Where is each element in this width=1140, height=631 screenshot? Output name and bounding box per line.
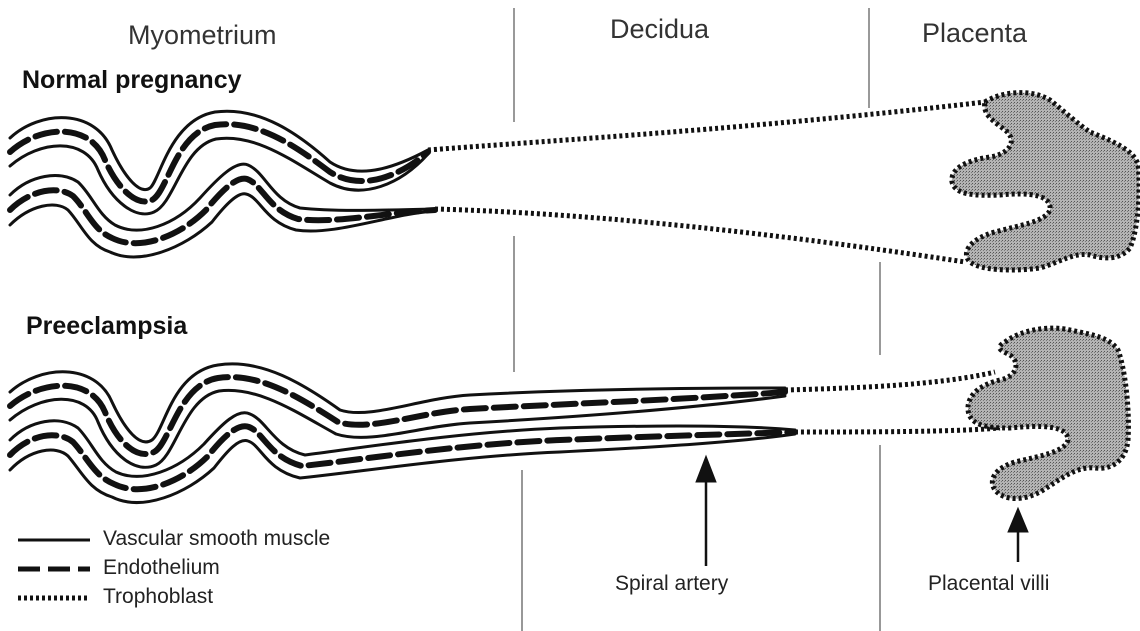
section-title-normal: Normal pregnancy [22,66,242,95]
legend-label-smooth-muscle: Vascular smooth muscle [103,527,330,551]
spiral-artery-arrowhead [696,456,716,482]
region-label-myometrium: Myometrium [128,20,277,51]
normal-trophoblast-vessel [428,102,985,262]
legend-label-trophoblast: Trophoblast [103,585,213,609]
normal-placental-villi [952,93,1139,270]
annotation-placental-villi: Placental villi [928,572,1049,596]
region-label-decidua: Decidua [610,14,709,45]
pre-lower-endothelium [10,426,795,489]
normal-upper-smooth-muscle-inner [10,138,428,214]
annotation-arrows [696,456,1028,566]
legend-swatches [18,540,90,598]
annotation-spiral-artery: Spiral artery [615,572,728,596]
section-title-preeclampsia: Preeclampsia [26,312,187,341]
placental-villi-arrowhead [1008,508,1028,532]
pre-trophoblast-lower [795,428,1000,432]
normal-lower-smooth-muscle-inner [10,194,435,257]
region-label-placenta: Placenta [922,18,1027,49]
pre-trophoblast-upper [785,372,995,390]
pre-upper-smooth-muscle-outer [10,364,785,442]
region-dividers [514,8,880,631]
normal-spiral-artery [10,111,435,257]
preeclampsia-trophoblast-vessel [785,372,1000,432]
preeclampsia-spiral-artery [10,364,795,503]
preeclampsia-placental-villi [968,328,1128,498]
normal-trophoblast-upper [428,102,985,150]
legend-label-endothelium: Endothelium [103,556,220,580]
